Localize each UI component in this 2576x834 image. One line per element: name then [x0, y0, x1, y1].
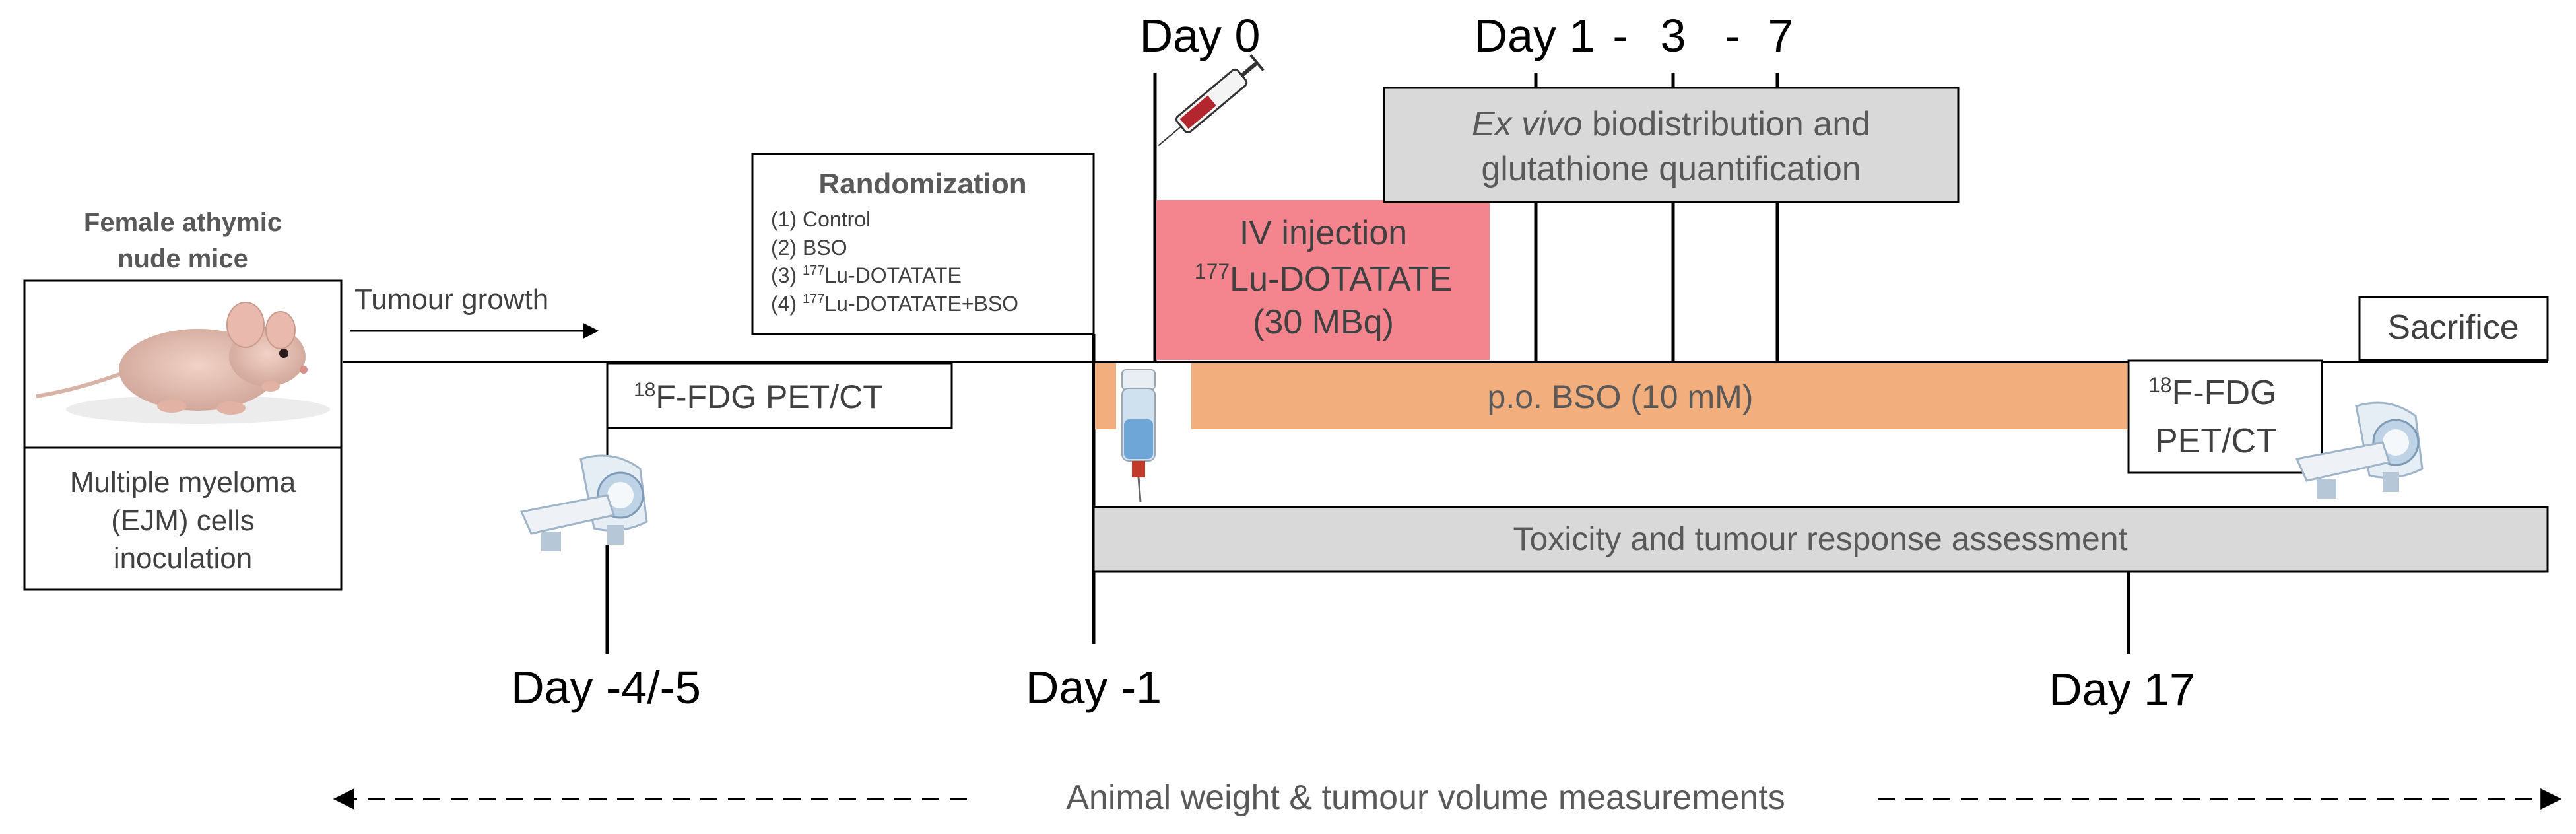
iv-injection-line3: (30 MBq) — [1253, 303, 1394, 341]
randomization-group-2: (2) BSO — [771, 236, 847, 260]
pet-ct-box-1 — [606, 362, 953, 429]
day-dash-2: - — [1725, 10, 1740, 61]
mouse-photo — [36, 302, 330, 424]
toxicity-bar — [1092, 506, 2549, 573]
toxicity-bar-label: Toxicity and tumour response assessment — [1513, 520, 2128, 557]
randomization-box — [751, 153, 1095, 335]
bso-bar-left — [1095, 363, 1116, 429]
randomization-group-4: (4) 177Lu-DOTATATE+BSO — [771, 292, 1018, 316]
group-4-text: Lu-DOTATATE+BSO — [824, 292, 1018, 316]
pet-ct-2-text: F-FDG — [2172, 374, 2277, 412]
day-m1-label: Day -1 — [1026, 662, 1162, 713]
bso-bar-label: p.o. BSO (10 mM) — [1488, 378, 1754, 415]
mouse-title-line1: Female athymic — [84, 208, 282, 237]
water-bottle-icon — [1121, 369, 1156, 503]
group-3-prefix: (3) — [771, 263, 803, 287]
mouse-caption-line2: (EJM) cells — [111, 504, 255, 537]
iv-injection-sup: 177 — [1195, 260, 1230, 283]
syringe-icon — [1158, 54, 1265, 147]
pet-ct-label-1: 18F-FDG PET/CT — [634, 378, 883, 415]
pet-ct-2-line1: 18F-FDG — [2148, 373, 2276, 412]
sacrifice-box — [2358, 296, 2549, 361]
day-dash-1: - — [1612, 10, 1628, 61]
pet-ct-sup-2: 18 — [2148, 373, 2172, 397]
group-4-sup: 177 — [803, 292, 824, 306]
measurement-label: Animal weight & tumour volume measuremen… — [1066, 779, 1785, 817]
iv-injection-box — [1156, 200, 1490, 360]
pet-ct-2-line2: PET/CT — [2155, 422, 2277, 460]
ex-vivo-box — [1383, 87, 1960, 203]
bso-bar — [1191, 363, 2127, 429]
pet-ct-text-1: F-FDG PET/CT — [655, 378, 882, 415]
iv-injection-line1: IV injection — [1239, 214, 1407, 252]
randomization-group-3: (3) 177Lu-DOTATATE — [771, 263, 962, 287]
group-3-text: Lu-DOTATATE — [824, 263, 961, 287]
pet-ct-scanner-icon — [519, 454, 648, 551]
iv-injection-line2: 177Lu-DOTATATE — [1195, 260, 1452, 298]
day-m45-label: Day -4/-5 — [511, 662, 701, 713]
mouse-title-line2: nude mice — [117, 244, 248, 273]
pet-ct-box-2 — [2127, 359, 2323, 474]
ex-vivo-rest: biodistribution and — [1583, 105, 1871, 143]
day-17-label: Day 17 — [2049, 664, 2195, 715]
day-0-label: Day 0 — [1140, 10, 1261, 61]
day-3-label: 3 — [1661, 10, 1686, 61]
mouse-caption-line3: inoculation — [114, 542, 252, 574]
randomization-title: Randomization — [818, 168, 1026, 200]
mouse-caption-frame — [23, 446, 343, 591]
pet-ct-sup-1: 18 — [634, 379, 655, 401]
group-3-sup: 177 — [803, 263, 824, 278]
tumour-growth-label: Tumour growth — [354, 283, 548, 316]
day-7-label: 7 — [1768, 10, 1794, 61]
ex-vivo-line1: Ex vivo biodistribution and — [1472, 105, 1870, 143]
ex-vivo-line2: glutathione quantification — [1481, 150, 1861, 188]
iv-injection-compound: Lu-DOTATATE — [1230, 260, 1452, 298]
mouse-caption-line1: Multiple myeloma — [70, 466, 296, 499]
ex-vivo-italic: Ex vivo — [1472, 105, 1583, 143]
pet-ct-scanner-icon-2 — [2295, 401, 2424, 499]
day-1-label: Day 1 — [1474, 10, 1595, 61]
randomization-group-1: (1) Control — [771, 207, 871, 231]
group-4-prefix: (4) — [771, 292, 803, 316]
sacrifice-label: Sacrifice — [2387, 308, 2519, 347]
